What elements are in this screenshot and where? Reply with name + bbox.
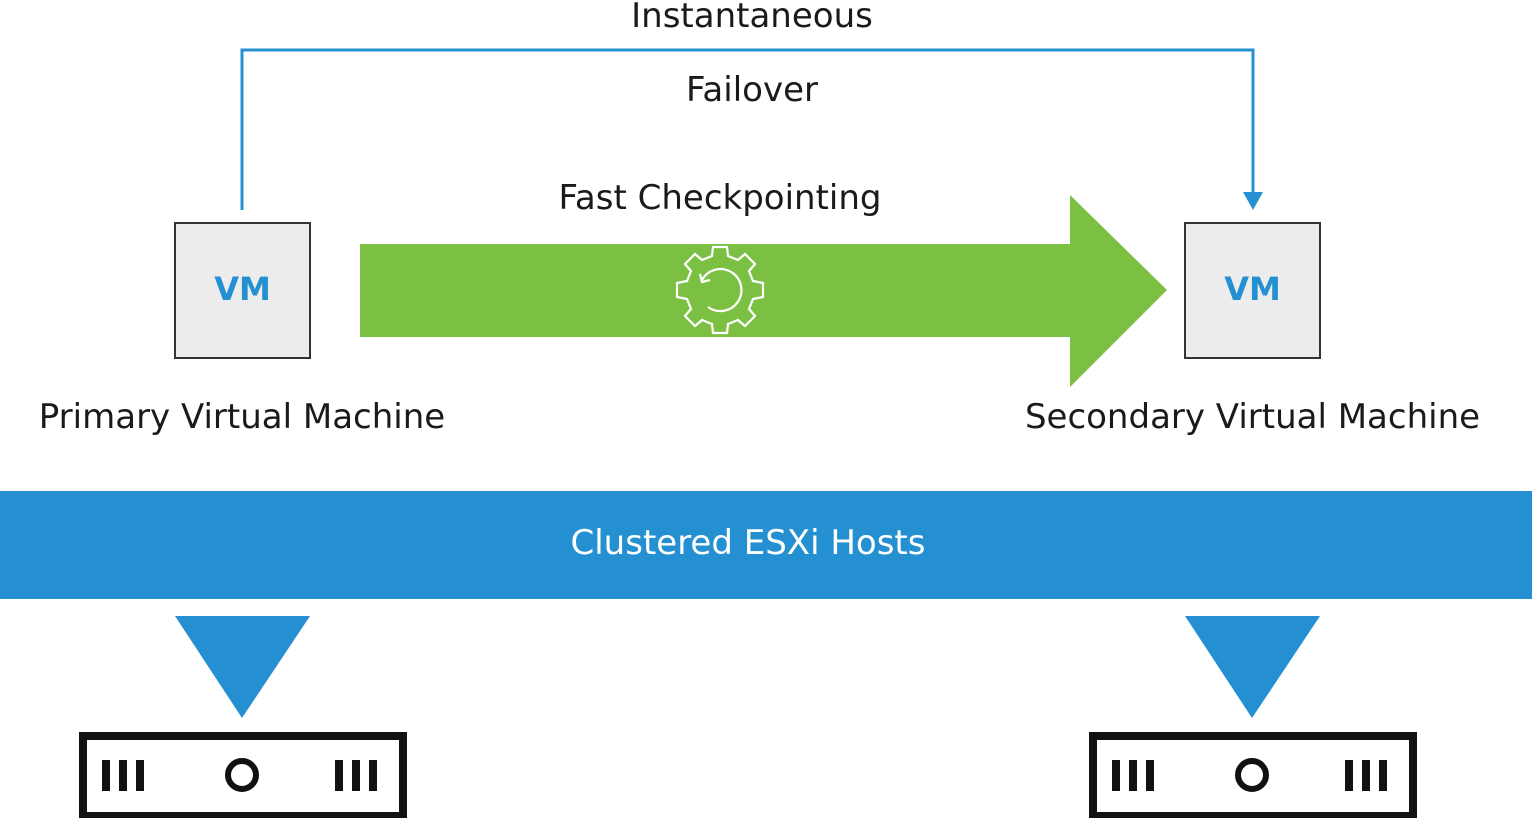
primary-vm-label: VM — [214, 270, 271, 308]
failover-label-line1: Instantaneous — [631, 0, 873, 36]
primary-vm-name: Primary Virtual Machine — [38, 397, 446, 437]
triangle-down-icon — [175, 616, 310, 718]
triangle-down-icon — [1185, 616, 1320, 718]
gear-cycle-icon — [675, 245, 765, 335]
failover-arrowhead-icon — [1243, 192, 1263, 210]
secondary-vm-label: VM — [1224, 270, 1281, 308]
primary-vm-box — [174, 222, 311, 359]
secondary-vm-name: Secondary Virtual Machine — [1024, 397, 1481, 437]
failover-connector-line — [240, 48, 1255, 210]
secondary-vm-box — [1184, 222, 1321, 359]
server-rack-icon — [1089, 732, 1417, 818]
failover-label-line2: Failover — [686, 70, 818, 110]
cluster-band — [0, 491, 1532, 599]
server-rack-icon — [79, 732, 407, 818]
cluster-label: Clustered ESXi Hosts — [570, 523, 926, 563]
checkpoint-label: Fast Checkpointing — [558, 178, 882, 218]
